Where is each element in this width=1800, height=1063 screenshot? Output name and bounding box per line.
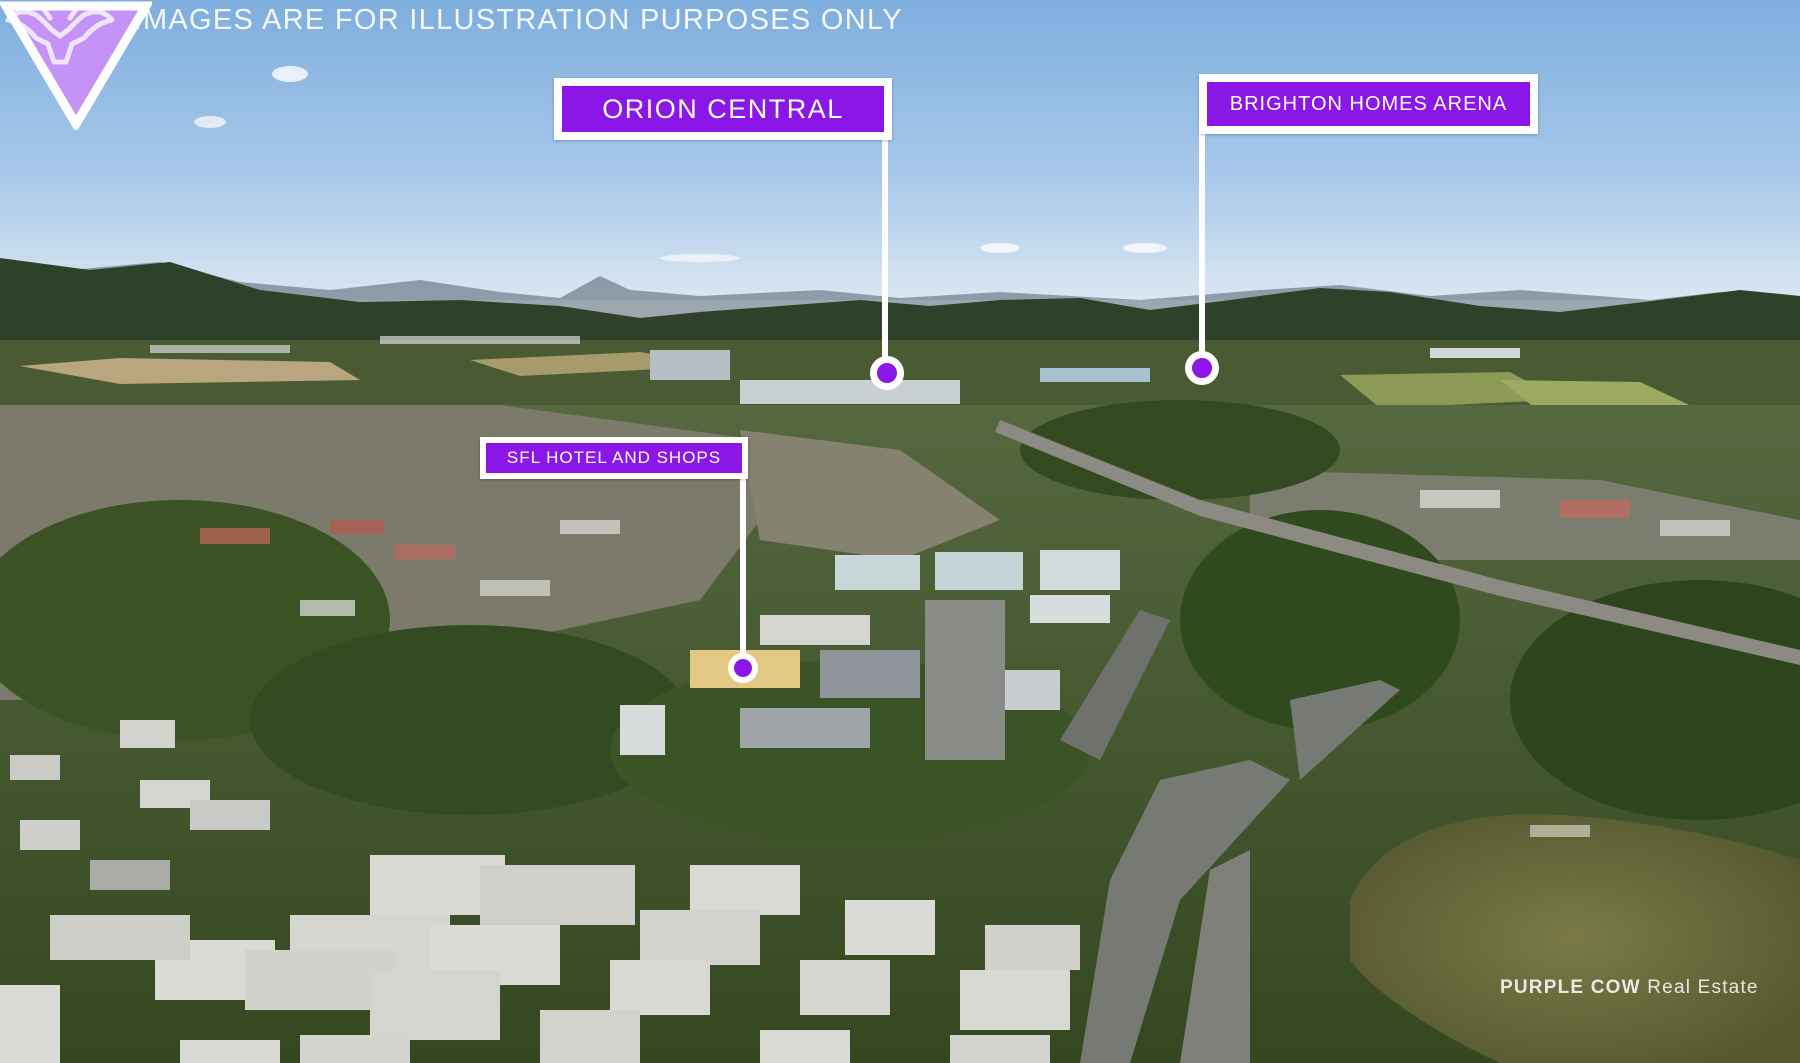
sfl-hotel-label: SFL HOTEL AND SHOPS: [480, 437, 748, 479]
brighton-homes-arena-label-text: BRIGHTON HOMES ARENA: [1229, 92, 1508, 115]
brand-suffix: Real Estate: [1647, 977, 1759, 998]
brighton-homes-arena-leader-line: [1199, 128, 1205, 366]
brand-wordmark: PURPLE COW Real Estate: [1500, 977, 1759, 999]
sfl-hotel-pin: [728, 653, 758, 683]
orion-central-label: ORION CENTRAL: [554, 78, 892, 140]
disclaimer-text: DRONE IMAGES ARE FOR ILLUSTRATION PURPOS…: [13, 4, 903, 36]
cow-head-icon: [5, 1, 115, 65]
brighton-homes-arena-label: BRIGHTON HOMES ARENA: [1199, 74, 1538, 134]
brighton-homes-arena-pin: [1185, 351, 1219, 385]
orion-central-pin: [870, 356, 904, 390]
orion-central-label-text: ORION CENTRAL: [602, 93, 844, 124]
orion-central-leader-line: [882, 138, 888, 372]
brand-name: PURPLE COW: [1500, 977, 1641, 998]
sfl-hotel-leader-line: [740, 474, 746, 664]
sfl-hotel-label-text: SFL HOTEL AND SHOPS: [506, 448, 722, 467]
